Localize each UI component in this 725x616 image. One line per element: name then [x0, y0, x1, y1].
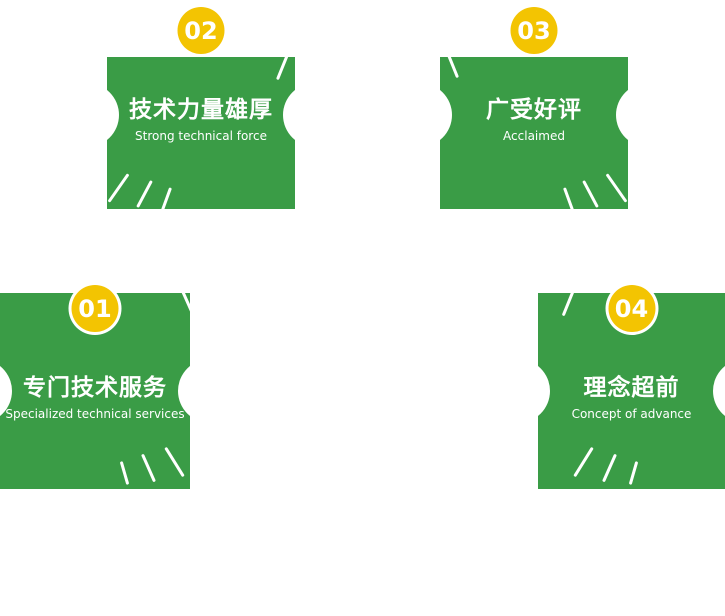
- number-badge: 03: [510, 7, 558, 54]
- card-content: 技术力量雄厚 Strong technical force: [107, 95, 295, 145]
- card-subtitle: Specialized technical services: [5, 407, 185, 421]
- sparkle-line-decoration: [178, 283, 195, 317]
- card-subtitle: Concept of advance: [571, 407, 692, 421]
- feature-card-02: 02 技术力量雄厚 Strong technical force: [55, 7, 347, 211]
- card-content: 广受好评 Acclaimed: [440, 95, 628, 145]
- card-content: 专门技术服务 Specialized technical services: [0, 373, 190, 423]
- card-subtitle: Strong technical force: [135, 129, 267, 143]
- badge-number: 04: [614, 294, 649, 323]
- sparkle-line-decoration: [628, 461, 639, 485]
- sparkle-line-decoration: [562, 187, 575, 211]
- feature-card-01: 01 专门技术服务 Specialized technical services: [0, 283, 242, 489]
- feature-card-04: 04 理念超前 Concept of advance: [486, 283, 725, 489]
- card-title: 理念超前: [583, 375, 680, 401]
- card-title: 广受好评: [486, 97, 582, 123]
- sparkle-line-decoration: [602, 453, 617, 483]
- sparkle-line-decoration: [582, 180, 599, 208]
- sparkle-line-decoration: [164, 446, 185, 478]
- card-subtitle: Acclaimed: [503, 129, 565, 143]
- card-title: 技术力量雄厚: [129, 97, 273, 123]
- sparkle-line-decoration: [441, 41, 460, 79]
- badge-number: 03: [517, 16, 551, 45]
- sparkle-line-decoration: [107, 173, 130, 203]
- notch-right-decoration: [616, 83, 680, 147]
- sparkle-line-decoration: [141, 453, 156, 483]
- feature-card-03: 03 广受好评 Acclaimed: [388, 7, 680, 211]
- card-content: 理念超前 Concept of advance: [538, 373, 725, 423]
- sparkle-line-decoration: [573, 446, 594, 478]
- number-badge: 01: [71, 285, 119, 332]
- sparkle-line-decoration: [561, 283, 578, 317]
- badge-number: 02: [184, 16, 218, 45]
- notch-left-decoration: [486, 359, 550, 423]
- notch-left-decoration: [55, 83, 119, 147]
- notch-right-decoration: [178, 359, 242, 423]
- sparkle-line-decoration: [119, 461, 130, 485]
- sparkle-line-decoration: [160, 187, 173, 211]
- notch-left-decoration: [388, 83, 452, 147]
- sparkle-line-decoration: [605, 173, 628, 203]
- number-badge: 02: [177, 7, 225, 54]
- badge-number: 01: [78, 294, 112, 323]
- sparkle-line-decoration: [136, 180, 153, 208]
- notch-right-decoration: [283, 83, 347, 147]
- sparkle-line-decoration: [275, 43, 294, 81]
- number-badge: 04: [608, 285, 655, 332]
- card-title: 专门技术服务: [23, 375, 167, 401]
